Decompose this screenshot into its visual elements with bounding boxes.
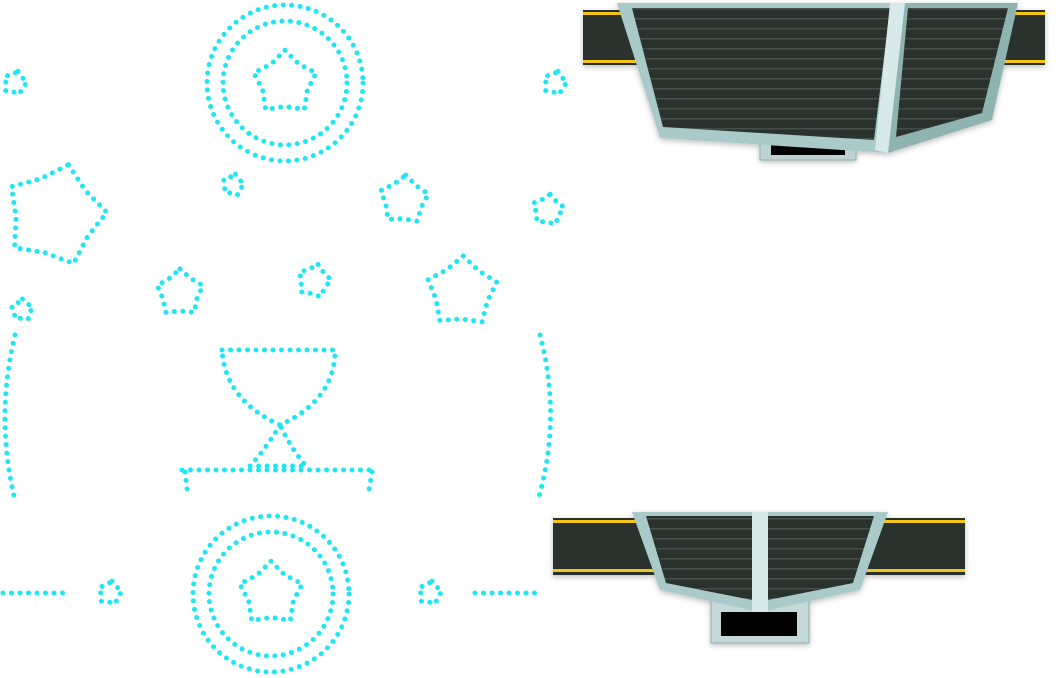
star-icon — [154, 265, 206, 316]
star-icon — [220, 171, 248, 199]
soccer-ball-icon — [236, 557, 306, 624]
star-icon — [416, 577, 446, 607]
bracket-left-icon — [2, 332, 18, 503]
star-icon — [530, 190, 568, 228]
star-icon — [542, 68, 571, 98]
scoreboard-angled — [583, 3, 1045, 161]
dotted-light-sprites — [0, 2, 571, 675]
soccer-ball-icon — [220, 18, 350, 148]
star-icon — [425, 252, 500, 325]
soccer-ball-icon — [190, 513, 352, 675]
trophy-platform-icon — [179, 467, 378, 499]
star-icon — [377, 171, 432, 225]
soccer-ball-icon — [206, 529, 336, 659]
soccer-ball-icon — [204, 2, 366, 164]
star-icon — [8, 295, 36, 322]
star-icon — [296, 261, 335, 300]
star-icon — [2, 68, 31, 98]
trophy-icon — [219, 347, 338, 428]
star-icon — [96, 577, 126, 607]
scoreboard-front — [553, 512, 965, 644]
bracket-right-icon — [535, 332, 553, 503]
trophy-icon — [244, 422, 312, 469]
star-icon — [8, 161, 111, 267]
soccer-ball-icon — [250, 46, 320, 113]
